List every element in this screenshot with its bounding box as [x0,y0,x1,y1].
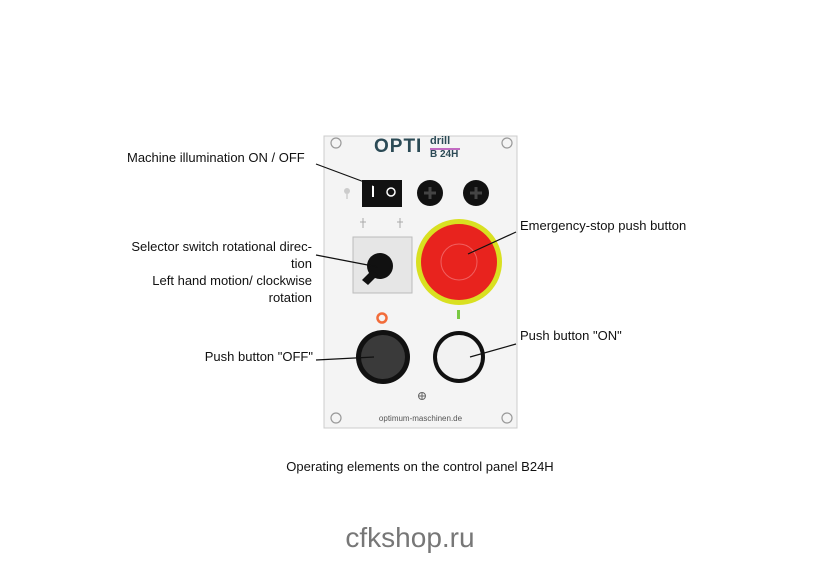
label-selector-line: Left hand motion/ clockwise [152,273,312,288]
brand-logo: OPTI [374,136,423,157]
website-label: optimum-maschinen.de [378,414,463,423]
emergency-stop-button [416,219,502,305]
label-illumination: Machine illumination ON / OFF [127,150,305,165]
label-selector-line: Selector switch rotational direc- [131,239,312,254]
on-push-button [433,331,485,383]
label-selector-line: rotation [268,290,312,305]
label-off: Push button "OFF" [204,349,313,364]
leader-lines [315,163,517,361]
label-selector: Selector switch rotational direc- tion L… [131,238,312,306]
watermark: cfkshop.ru [345,522,475,553]
caption: Operating elements on the control panel … [286,459,554,474]
off-push-button [356,330,410,384]
model-label: B 24H [430,149,459,160]
rotation-icon [360,218,403,228]
on-indicator [457,310,460,319]
fuse-holder-icon [417,180,489,206]
brand-sub: drill [430,135,451,147]
label-on: Push button "ON" [520,328,622,343]
illumination-rocker-switch [362,180,402,207]
label-estop: Emergency-stop push button [520,218,687,233]
corner-screw-icon [330,137,513,424]
label-selector-line: tion [291,256,312,271]
ground-icon [418,392,426,400]
off-indicator [376,312,388,324]
selector-switch [352,236,413,294]
lamp-icon [344,188,350,199]
